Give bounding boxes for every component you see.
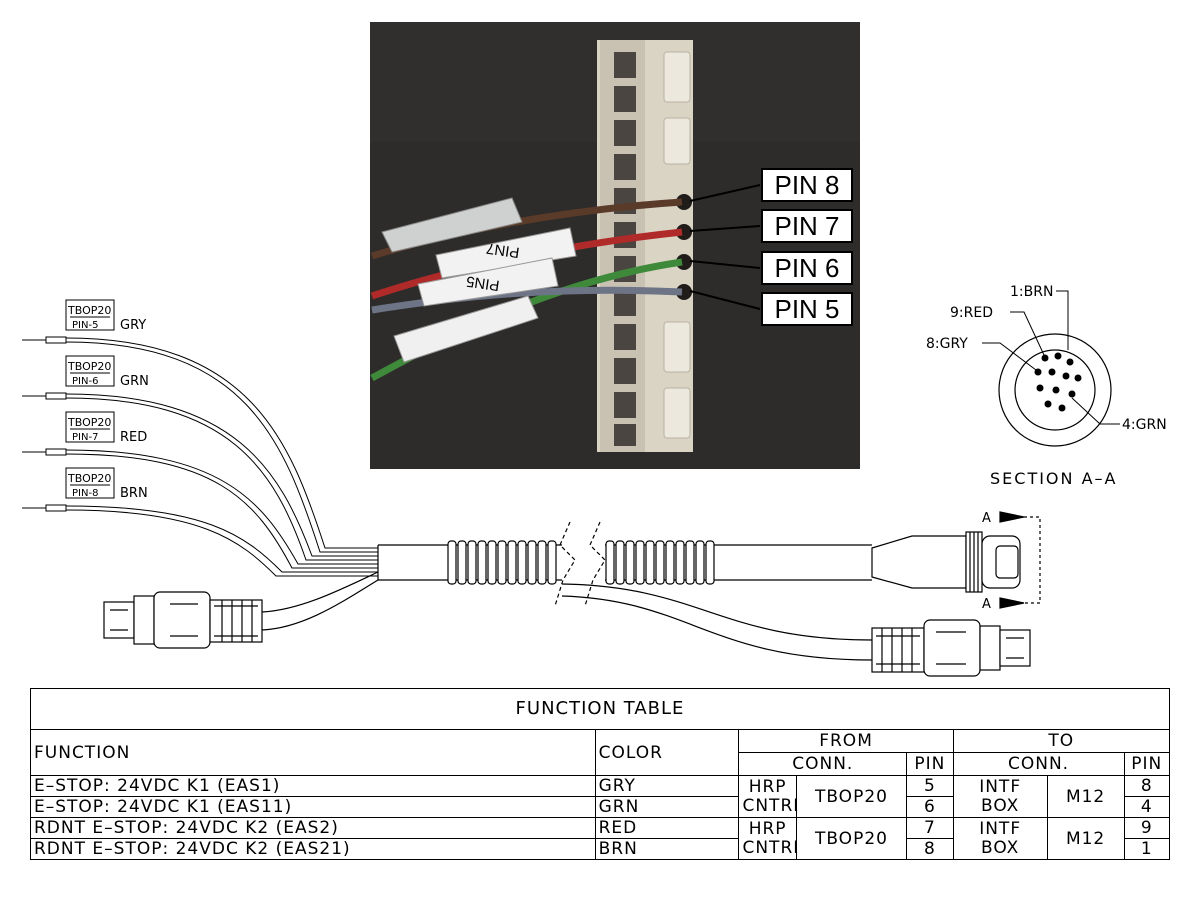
function-table: FUNCTION TABLE FUNCTION COLOR FROM TO CO…	[30, 688, 1171, 860]
from-pin-cell: 8	[906, 838, 954, 860]
header-to-conn: CONN.	[952, 752, 1125, 776]
tag-bottom: PIN-5	[72, 320, 98, 331]
header-to: TO	[952, 729, 1171, 753]
wire-color: BRN	[120, 486, 148, 501]
sleeve-label-pin5: PIN5	[465, 272, 500, 293]
section-cut-mark-bottom: A	[982, 597, 991, 612]
tag-bottom: PIN-7	[72, 432, 98, 443]
from-conn-cell: TBOP20	[795, 775, 908, 818]
to-pin-cell: 8	[1123, 775, 1170, 797]
header-from-pin: PIN	[906, 752, 954, 776]
section-title: SECTION A–A	[990, 469, 1117, 488]
color-cell: GRN	[594, 796, 740, 818]
tag-bottom: PIN-8	[72, 488, 98, 499]
header-function: FUNCTION	[30, 729, 596, 776]
tag-top: TBOP20	[67, 304, 111, 317]
from-pin-cell: 7	[906, 817, 954, 839]
to-conn-cell: M12	[1046, 817, 1125, 860]
wire-tags: TBOP20 PIN-5 GRY TBOP20 PIN-6 GRN TBOP20…	[65, 299, 149, 501]
section-a-a: 1:BRN 9:RED 8:GRY 4:GRN SECTION A–A	[926, 284, 1167, 488]
tag-bottom: PIN-6	[72, 376, 98, 387]
m12-pin-label: 1:BRN	[1010, 284, 1053, 300]
tag-top: TBOP20	[67, 360, 111, 373]
table-title: FUNCTION TABLE	[30, 688, 1170, 730]
photo-label-pin7: PIN 7	[774, 211, 839, 241]
from-pin-cell: 5	[906, 775, 954, 797]
cable-drawing: PIN7 PIN5 PIN 8 PIN 7 PIN 6 PIN 5	[22, 22, 1167, 677]
color-cell: BRN	[594, 838, 740, 860]
table-row: E–STOP: 24VDC K1 (EAS1) GRY HRPCNTRL TBO…	[30, 775, 1170, 818]
function-cell: E–STOP: 24VDC K1 (EAS11)	[30, 796, 596, 818]
sleeve-label-pin7: PIN7	[485, 239, 520, 260]
to-conn-cell: M12	[1046, 775, 1125, 818]
to-pin-cell: 9	[1123, 817, 1170, 839]
from-conn-cell: TBOP20	[795, 817, 908, 860]
photo-label-pin6: PIN 6	[774, 253, 839, 283]
m12-pin-label: 4:GRN	[1122, 417, 1167, 433]
photo-label-pin5: PIN 5	[774, 294, 839, 324]
wire-color: GRN	[120, 374, 149, 389]
photo-label-pin8: PIN 8	[774, 170, 839, 200]
color-cell: RED	[594, 817, 740, 839]
from-device-cell: HRPCNTRL	[738, 817, 797, 860]
wire-color: GRY	[120, 318, 146, 333]
header-from: FROM	[738, 729, 954, 753]
to-pin-cell: 4	[1123, 796, 1170, 818]
section-cut-mark-top: A	[982, 511, 991, 526]
header-from-conn: CONN.	[738, 752, 908, 776]
to-pin-cell: 1	[1123, 838, 1170, 860]
m12-pin-label: 9:RED	[950, 305, 993, 321]
from-device-cell: HRPCNTRL	[738, 775, 797, 818]
function-cell: E–STOP: 24VDC K1 (EAS1)	[30, 775, 596, 797]
pin-leaders	[689, 184, 761, 310]
table-row: RDNT E–STOP: 24VDC K2 (EAS21) BRN 8 1	[30, 838, 1170, 860]
function-cell: RDNT E–STOP: 24VDC K2 (EAS21)	[30, 838, 596, 860]
m12-pin-label: 8:GRY	[926, 336, 968, 352]
flying-leads	[22, 336, 378, 577]
cable-assembly	[103, 511, 1041, 677]
tag-top: TBOP20	[67, 472, 111, 485]
header-color: COLOR	[594, 729, 740, 776]
wire-color: RED	[120, 430, 147, 445]
tag-top: TBOP20	[67, 416, 111, 429]
function-cell: RDNT E–STOP: 24VDC K2 (EAS2)	[30, 817, 596, 839]
from-pin-cell: 6	[906, 796, 954, 818]
terminal-block-photo: PIN7 PIN5 PIN 8 PIN 7 PIN 6 PIN 5	[370, 22, 860, 469]
color-cell: GRY	[594, 775, 740, 797]
header-to-pin: PIN	[1123, 752, 1170, 776]
